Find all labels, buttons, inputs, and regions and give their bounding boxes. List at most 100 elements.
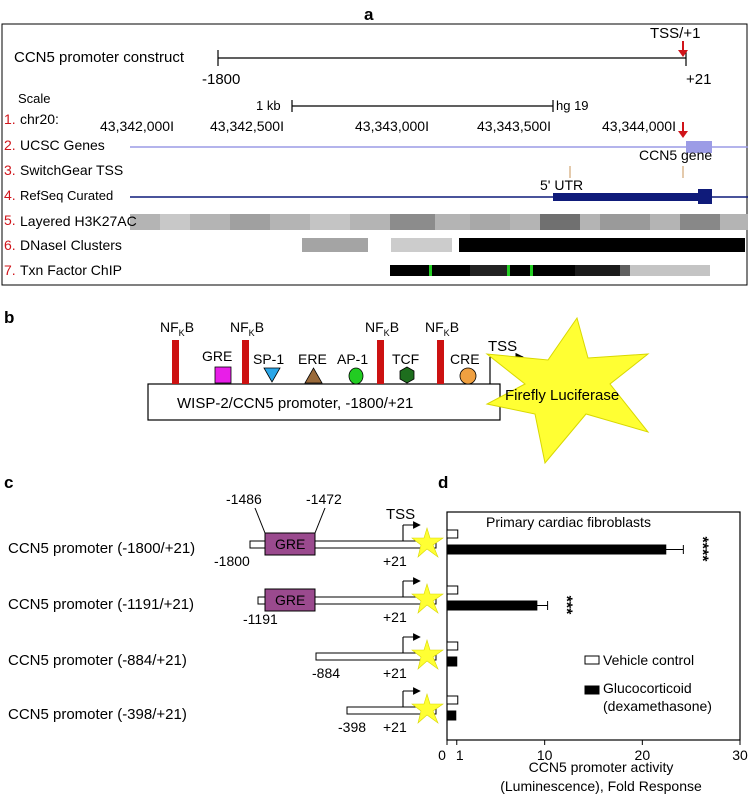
track-name-5: Layered H3K27AC [20,213,137,229]
tss-plus1-label: TSS/+1 [650,25,700,42]
ucsc-gene-block [686,141,712,153]
coord-1: 43,342,000I [100,118,174,134]
bar-vehicle [446,641,459,651]
nfkb-label-3: NFKB [365,319,399,338]
construct-end-label: +21 [686,71,711,88]
tss-arrow-c2-icon [402,577,421,597]
luciferase-star-icon [485,316,650,465]
gre-label-2: GRE [275,592,305,608]
gre-label-1: GRE [275,536,305,552]
track-name-6: DNaseI Clusters [20,237,122,253]
construct-label: CCN5 promoter construct [14,49,185,66]
legend-swatch-vehicle [584,655,600,665]
utr-label: 5' UTR [540,177,583,193]
luciferase-star-c2-icon [411,582,444,614]
element-label-ere: ERE [298,351,327,367]
promoter-box [147,383,501,421]
h3k27ac-track [130,214,748,230]
ap1-oval-icon [348,367,364,385]
gre-end-label: -1472 [306,491,342,507]
element-label-gre: GRE [202,348,232,364]
panel-a-frame [1,23,748,286]
nfkb-label-2: NFKB [230,319,264,338]
construct-name-3: CCN5 promoter (-884/+21) [8,652,187,669]
element-label-sp1: SP-1 [253,351,284,367]
x-axis-label-1: CCN5 promoter activity [529,759,674,775]
construct-bar-1 [249,540,437,549]
bar-dexamethasone [446,710,457,721]
element-label-tcf: TCF [392,351,419,367]
luciferase-star-c4-icon [411,692,444,724]
construct-start-1: -1800 [214,553,250,569]
nfkb-bar-4 [437,340,444,384]
gre-box-2 [264,588,316,612]
coord-5: 43,344,000I [602,118,676,134]
track-num-5: 5. [4,212,16,228]
element-label-cre: CRE [450,351,480,367]
refseq-utr-block [553,193,703,201]
bar-dexamethasone [446,600,538,611]
coord-3: 43,343,000I [355,118,429,134]
nfkb-label-4: NFKB [425,319,459,338]
construct-end-2: +21 [383,609,407,625]
construct-start-label: -1800 [202,71,240,88]
legend-swatch-dex [584,685,600,695]
construct-end-3: +21 [383,665,407,681]
dnase-block-1 [302,238,368,252]
tss-arrow-c1-icon [402,521,421,541]
kb-label: 1 kb [256,98,281,113]
coord-4: 43,343,500I [477,118,551,134]
gre-square-icon [214,366,232,384]
bar-dexamethasone [446,544,667,555]
promoter-label: WISP-2/CCN5 promoter, -1800/+21 [177,395,413,412]
x-tick-label: 0 [438,747,446,763]
x-axis-label-2: (Luminescence), Fold Response [500,778,702,794]
construct-bar-4 [346,706,437,715]
sp1-triangle-icon [263,367,281,383]
legend-label-dex-2: (dexamethasone) [603,698,712,714]
track-num-1: 1. [4,111,16,127]
assembly-label: hg 19 [556,98,589,113]
gre-start-label: -1486 [226,491,262,507]
tss-label-b: TSS [488,338,517,355]
legend-label-vehicle: Vehicle control [603,652,694,668]
construct-name-2: CCN5 promoter (-1191/+21) [8,596,194,613]
scale-label: Scale [18,91,51,106]
nfkb-bar-1 [172,340,179,384]
bar-vehicle [446,585,459,595]
tss-label-c: TSS [386,506,415,523]
construct-start-4: -398 [338,719,366,735]
legend-label-dex-1: Glucocorticoid [603,680,692,696]
element-label-ap1: AP-1 [337,351,368,367]
gene-label: CCN5 gene [639,147,712,163]
track-num-3: 3. [4,162,16,178]
track-name-1: chr20: [20,111,59,127]
luciferase-label: Firefly Luciferase [505,387,619,404]
x-tick-label: 10 [537,747,553,763]
construct-name-1: CCN5 promoter (-1800/+21) [8,540,195,557]
track-name-4: RefSeq Curated [20,188,113,203]
bar-vehicle [446,695,459,705]
coord-2: 43,342,500I [210,118,284,134]
construct-end-4: +21 [383,719,407,735]
ere-triangle-icon [304,367,323,384]
track-name-3: SwitchGear TSS [20,162,123,178]
refseq-exon-block [698,189,712,204]
dnase-block-2 [391,238,452,252]
nfkb-label-1: NFKB [160,319,194,338]
track-num-2: 2. [4,137,16,153]
construct-start-3: -884 [312,665,340,681]
chart-frame [446,511,741,741]
tss-arrow-icon [678,41,688,57]
tcf-hexagon-icon [399,366,415,384]
nfkb-bar-2 [242,340,249,384]
track-name-7: Txn Factor ChIP [20,262,122,278]
tss-arrow-c4-icon [402,687,421,707]
track-num-6: 6. [4,237,16,253]
construct-bar-3 [315,652,437,661]
construct-start-2: -1191 [243,611,278,627]
significance-label: **** [693,537,710,563]
panel-b-label: b [4,308,14,327]
